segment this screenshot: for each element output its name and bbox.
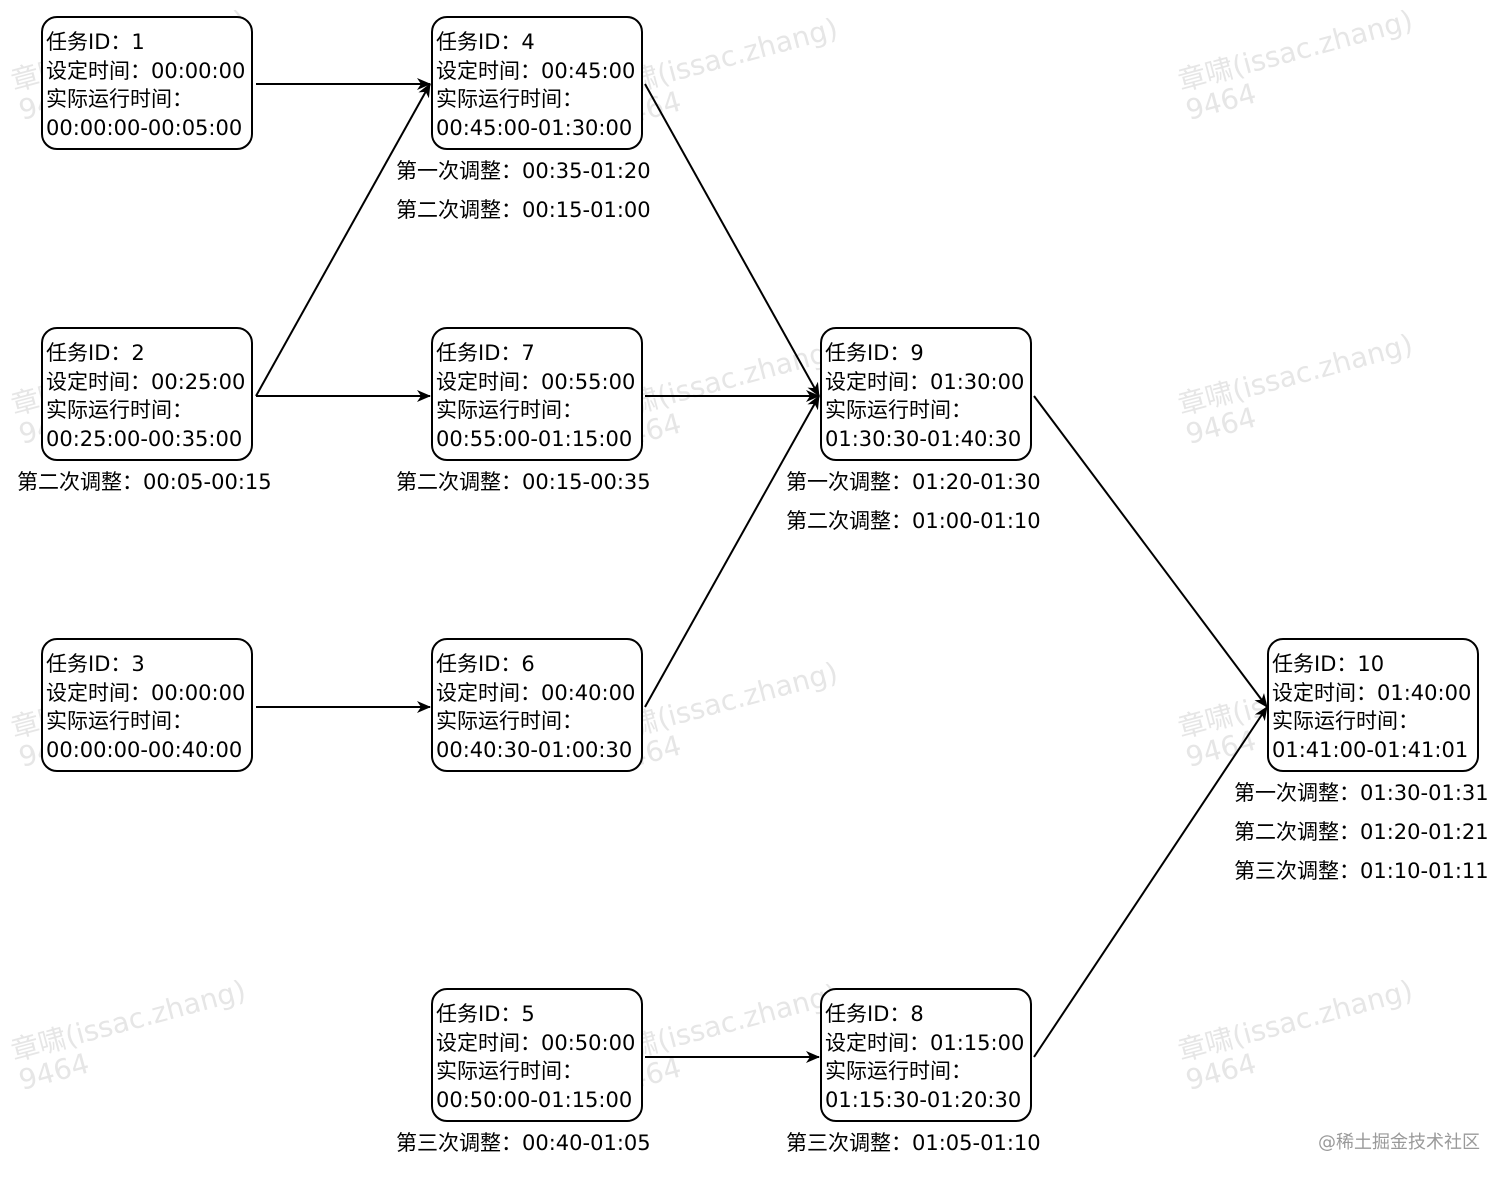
task-node-9: 任务ID：9 设定时间：01:30:00 实际运行时间： 01:30:30-01…: [820, 327, 1032, 461]
adjustment-note: 第二次调整：00:15-00:35: [396, 470, 651, 494]
adjustment-note: 第一次调整：01:20-01:30: [786, 470, 1041, 494]
task-id: 任务ID：5: [436, 1002, 535, 1026]
adjustment-note: 第三次调整：01:05-01:10: [786, 1131, 1041, 1155]
adjustments-task-7: 第二次调整：00:15-00:35: [396, 468, 651, 507]
task-run-label: 实际运行时间：: [436, 1059, 583, 1083]
task-run-time: 00:00:00-00:05:00: [46, 115, 243, 140]
task-id: 任务ID：6: [436, 652, 535, 676]
task-node-4: 任务ID：4 设定时间：00:45:00 实际运行时间： 00:45:00-01…: [431, 16, 643, 150]
adjustment-note: 第二次调整：01:00-01:10: [786, 509, 1041, 533]
task-set-time: 设定时间：01:15:00: [825, 1030, 1025, 1055]
adjustment-note: 第三次调整：01:10-01:11: [1234, 859, 1489, 883]
task-node-7: 任务ID：7 设定时间：00:55:00 实际运行时间： 00:55:00-01…: [431, 327, 643, 461]
adjustments-task-9: 第一次调整：01:20-01:30 第二次调整：01:00-01:10: [786, 468, 1041, 546]
task-run-label: 实际运行时间：: [1272, 709, 1419, 733]
adjustment-note: 第二次调整：01:20-01:21: [1234, 820, 1489, 844]
task-run-time: 01:41:00-01:41:01: [1272, 737, 1469, 762]
task-id: 任务ID：9: [825, 341, 924, 365]
task-set-time: 设定时间：00:55:00: [436, 369, 636, 394]
task-id: 任务ID：4: [436, 30, 535, 54]
adjustment-note: 第二次调整：00:05-00:15: [17, 470, 272, 494]
task-set-time: 设定时间：00:00:00: [46, 680, 246, 705]
task-set-time: 设定时间：00:50:00: [436, 1030, 636, 1055]
task-run-label: 实际运行时间：: [436, 398, 583, 422]
task-run-label: 实际运行时间：: [825, 398, 972, 422]
adjustment-note: 第一次调整：00:35-01:20: [396, 159, 651, 183]
adjustment-note: 第一次调整：01:30-01:31: [1234, 781, 1489, 805]
adjustments-task-5: 第三次调整：00:40-01:05: [396, 1129, 651, 1168]
task-node-8: 任务ID：8 设定时间：01:15:00 实际运行时间： 01:15:30-01…: [820, 988, 1032, 1122]
task-set-time: 设定时间：00:40:00: [436, 680, 636, 705]
task-node-3: 任务ID：3 设定时间：00:00:00 实际运行时间： 00:00:00-00…: [41, 638, 253, 772]
edge-2-to-4: [255, 83, 431, 397]
task-id: 任务ID：7: [436, 341, 535, 365]
task-run-label: 实际运行时间：: [46, 709, 193, 733]
task-run-time: 00:55:00-01:15:00: [436, 426, 633, 451]
task-run-time: 01:15:30-01:20:30: [825, 1087, 1022, 1112]
edge-6-to-9: [644, 395, 820, 708]
task-node-6: 任务ID：6 设定时间：00:40:00 实际运行时间： 00:40:30-01…: [431, 638, 643, 772]
task-run-time: 00:50:00-01:15:00: [436, 1087, 633, 1112]
task-node-1: 任务ID：1 设定时间：00:00:00 实际运行时间： 00:00:00-00…: [41, 16, 253, 150]
task-run-time: 00:45:00-01:30:00: [436, 115, 633, 140]
edge-9-to-10: [1033, 395, 1268, 708]
adjustments-task-4: 第一次调整：00:35-01:20 第二次调整：00:15-01:00: [396, 157, 651, 235]
task-node-10: 任务ID：10 设定时间：01:40:00 实际运行时间： 01:41:00-0…: [1267, 638, 1479, 772]
task-set-time: 设定时间：01:30:00: [825, 369, 1025, 394]
task-run-label: 实际运行时间：: [46, 87, 193, 111]
task-set-time: 设定时间：00:45:00: [436, 58, 636, 83]
task-set-time: 设定时间：00:25:00: [46, 369, 246, 394]
task-node-2: 任务ID：2 设定时间：00:25:00 实际运行时间： 00:25:00-00…: [41, 327, 253, 461]
task-run-time: 00:40:30-01:00:30: [436, 737, 633, 762]
adjustment-note: 第三次调整：00:40-01:05: [396, 1131, 651, 1155]
task-run-time: 01:30:30-01:40:30: [825, 426, 1022, 451]
task-run-label: 实际运行时间：: [436, 87, 583, 111]
task-run-time: 00:00:00-00:40:00: [46, 737, 243, 762]
task-run-label: 实际运行时间：: [436, 709, 583, 733]
adjustments-task-2: 第二次调整：00:05-00:15: [17, 468, 272, 507]
task-node-5: 任务ID：5 设定时间：00:50:00 实际运行时间： 00:50:00-01…: [431, 988, 643, 1122]
task-run-label: 实际运行时间：: [46, 398, 193, 422]
edge-8-to-10: [1033, 706, 1268, 1058]
adjustments-task-10: 第一次调整：01:30-01:31 第二次调整：01:20-01:21 第三次调…: [1234, 779, 1489, 896]
task-id: 任务ID：3: [46, 652, 145, 676]
footer-credit: @稀土掘金技术社区: [1318, 1132, 1480, 1153]
task-id: 任务ID：2: [46, 341, 145, 365]
task-id: 任务ID：10: [1272, 652, 1385, 676]
edge-4-to-9: [644, 83, 820, 397]
adjustment-note: 第二次调整：00:15-01:00: [396, 198, 651, 222]
adjustments-task-8: 第三次调整：01:05-01:10: [786, 1129, 1041, 1168]
task-id: 任务ID：8: [825, 1002, 924, 1026]
task-id: 任务ID：1: [46, 30, 145, 54]
task-run-time: 00:25:00-00:35:00: [46, 426, 243, 451]
task-set-time: 设定时间：00:00:00: [46, 58, 246, 83]
task-set-time: 设定时间：01:40:00: [1272, 680, 1472, 705]
task-run-label: 实际运行时间：: [825, 1059, 972, 1083]
